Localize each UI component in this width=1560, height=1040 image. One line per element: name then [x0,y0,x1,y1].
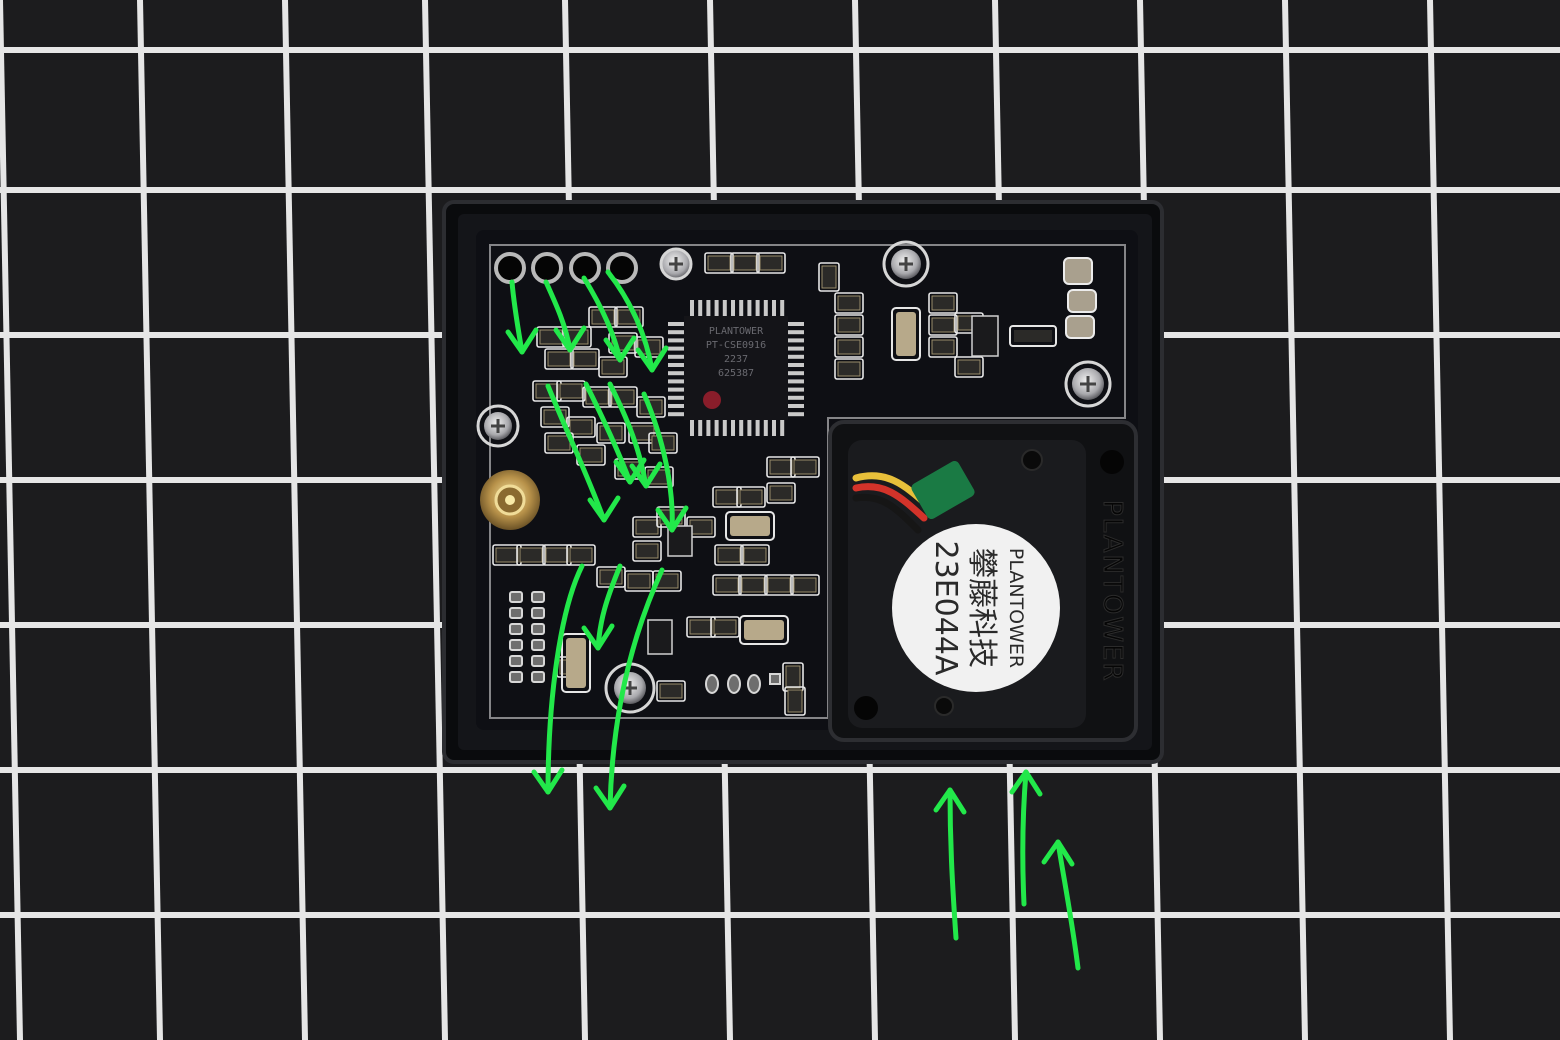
chip-text-line3: 2237 [724,354,748,365]
screws [476,240,1112,714]
fan-label-line2: 攀藤科技 [964,548,999,668]
fan-housing: PLANTOWER 攀藤科技 23E044A PLANTOWER [828,420,1138,742]
chip-text-line2: PT-CSE0916 [706,340,766,351]
fan-label [892,524,1060,692]
sensor-module: PLANTOWER PT-CSE0916 2237 625387 [442,200,1164,764]
airflow-annotations [505,269,1081,971]
housing-brand-text: PLANTOWER [1097,500,1127,683]
fan-label-line3: 23E044A [928,541,963,676]
mcu-chip: PLANTOWER PT-CSE0916 2237 625387 [668,300,804,436]
gold-connector [480,470,540,530]
solder-pads [1063,257,1097,339]
fan-label-line1: PLANTOWER [1005,548,1027,668]
chip-text-line4: 625387 [718,368,754,379]
test-pads [509,591,781,694]
chip-text-line1: PLANTOWER [709,326,764,337]
